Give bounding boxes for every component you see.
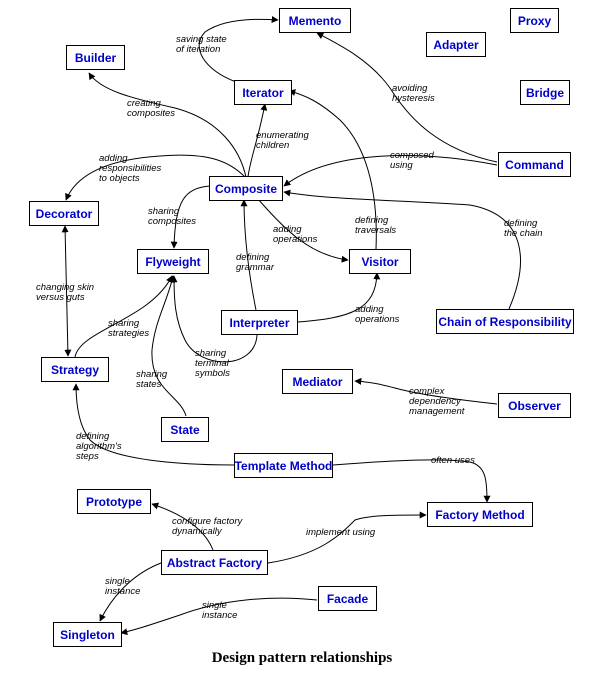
label-defining-the-chain: defining the chain — [504, 218, 543, 239]
edge-composite-flyweight — [170, 185, 211, 249]
node-factory-method[interactable]: Factory Method — [427, 502, 533, 527]
label-sharing-strategies: sharing strategies — [108, 318, 150, 339]
label-enumerating-children: enumerating children — [256, 130, 309, 151]
edge-interpreter-visitor — [297, 272, 381, 323]
edge-abstractfactory-singleton — [99, 562, 162, 622]
edge-observer-mediator — [354, 377, 498, 405]
label-adding-operations-composite: adding operations — [273, 224, 318, 245]
node-iterator[interactable]: Iterator — [234, 80, 292, 105]
node-decorator[interactable]: Decorator — [29, 201, 99, 226]
label-often-uses: often uses — [431, 455, 475, 466]
node-abstract-factory[interactable]: Abstract Factory — [161, 550, 268, 575]
node-builder[interactable]: Builder — [66, 45, 125, 70]
edge-interpreter-flyweight — [170, 275, 258, 363]
label-adding-responsibilities: adding responsibilities to objects — [99, 153, 162, 184]
label-sharing-terminal-symbols: sharing terminal symbols — [195, 348, 230, 379]
edge-command-memento — [316, 32, 498, 163]
node-visitor[interactable]: Visitor — [349, 249, 411, 274]
label-defining-traversals: defining traversals — [355, 215, 397, 236]
edge-abstractfactory-factory — [267, 511, 427, 564]
label-complex-dependency: complex dependency management — [409, 386, 465, 417]
label-changing-skin: changing skin versus guts — [36, 282, 95, 303]
node-mediator[interactable]: Mediator — [282, 369, 353, 394]
node-state[interactable]: State — [161, 417, 209, 442]
edge-command-composite — [283, 155, 498, 187]
node-adapter[interactable]: Adapter — [426, 32, 486, 57]
node-observer[interactable]: Observer — [498, 393, 571, 418]
node-composite[interactable]: Composite — [209, 176, 283, 201]
label-defining-algorithms-steps: defining algorithm's steps — [76, 431, 122, 462]
node-prototype[interactable]: Prototype — [77, 489, 151, 514]
edge-composite-decorator — [65, 154, 246, 201]
edge-composite-builder — [88, 72, 247, 178]
node-command[interactable]: Command — [498, 152, 571, 177]
label-defining-grammar: defining grammar — [236, 252, 275, 273]
node-bridge[interactable]: Bridge — [520, 80, 570, 105]
edge-template-strategy — [72, 383, 235, 466]
edge-template-factory — [332, 459, 491, 503]
label-saving-state: saving state of iteration — [176, 34, 227, 55]
node-interpreter[interactable]: Interpreter — [221, 310, 298, 335]
label-implement-using: implement using — [306, 527, 376, 538]
label-creating-composites: creating composites — [127, 98, 176, 119]
edge-visitor-iterator — [288, 89, 377, 250]
edge-strategy-flyweight — [74, 275, 173, 358]
label-single-instance-facade: single instance — [202, 600, 238, 621]
label-sharing-states: sharing states — [136, 369, 168, 390]
label-configure-factory: configure factory dynamically — [172, 516, 243, 537]
diagram-caption: Design pattern relationships — [211, 650, 393, 666]
label-composed-using: composed using — [390, 150, 434, 171]
node-singleton[interactable]: Singleton — [53, 622, 122, 647]
label-sharing-composites: sharing composites — [148, 206, 197, 227]
edge-facade-singleton — [120, 597, 318, 636]
edge-state-flyweight — [151, 275, 187, 417]
node-chain-of-responsibility[interactable]: Chain of Responsibility — [436, 309, 574, 334]
label-adding-operations-interpreter: adding operations — [355, 304, 400, 325]
node-memento[interactable]: Memento — [279, 8, 351, 33]
edge-iterator-memento — [198, 16, 279, 83]
edge-interpreter-composite — [240, 199, 257, 311]
edge-composite-visitor — [257, 198, 349, 263]
node-facade[interactable]: Facade — [318, 586, 377, 611]
node-flyweight[interactable]: Flyweight — [137, 249, 209, 274]
edge-composite-iterator — [247, 103, 268, 178]
edge-decorator-strategy — [61, 225, 72, 357]
edge-chain-composite — [283, 189, 521, 310]
node-proxy[interactable]: Proxy — [510, 8, 559, 33]
label-single-instance-abstract-factory: single instance — [105, 576, 141, 597]
edge-abstractfactory-prototype — [151, 502, 214, 551]
node-strategy[interactable]: Strategy — [41, 357, 109, 382]
node-template-method[interactable]: Template Method — [234, 453, 333, 478]
label-avoiding-hysteresis: avoiding hysteresis — [392, 83, 435, 104]
